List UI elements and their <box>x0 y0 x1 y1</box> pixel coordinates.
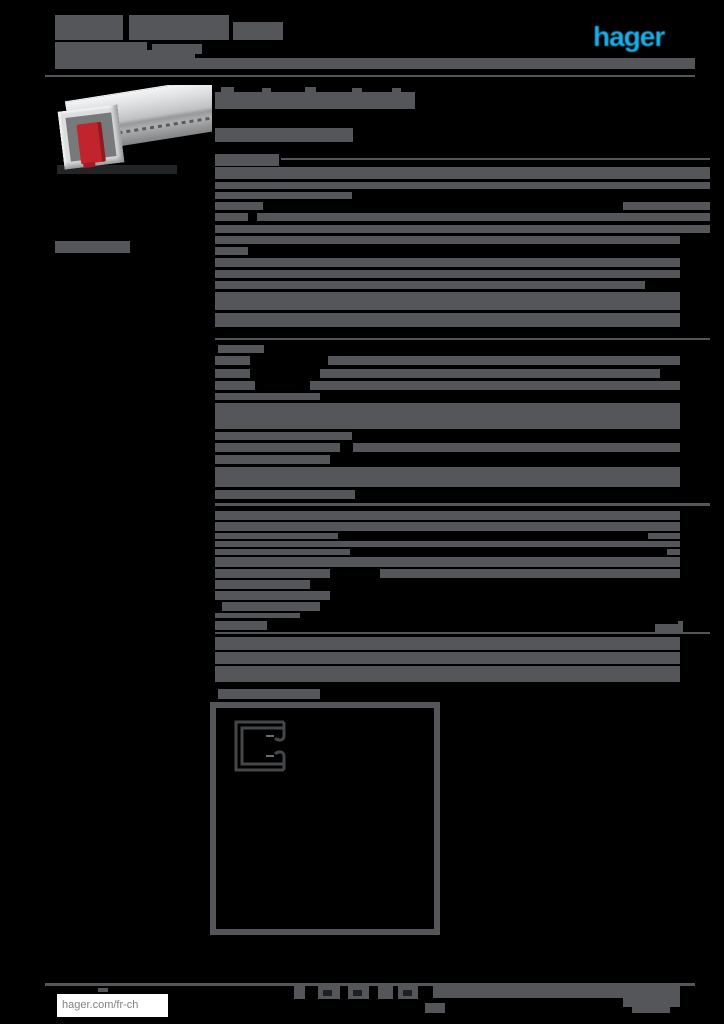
spec-section-1-line <box>215 281 645 289</box>
spec-section-3-line <box>215 580 310 589</box>
spec-section-1-line <box>215 154 279 166</box>
spec-section-1-line <box>215 225 710 233</box>
spec-section-1-line <box>215 270 680 278</box>
spec-section-4-line <box>215 621 267 630</box>
spec-section-4-line <box>215 632 710 634</box>
spec-section-2-line <box>328 356 680 365</box>
spec-section-1-line <box>215 247 248 255</box>
spec-section-2-line <box>215 381 255 390</box>
footer-pictogram-mark <box>353 990 362 996</box>
spec-section-3-line <box>215 511 680 520</box>
spec-section-4-line <box>655 624 683 633</box>
spec-section-3-line <box>215 503 710 506</box>
footer-mark <box>623 997 680 1007</box>
spec-section-3-line <box>215 557 680 567</box>
spec-section-2-line <box>215 455 330 464</box>
header-text-line <box>129 15 229 40</box>
spec-section-2-line <box>320 369 660 378</box>
spec-section-2-line <box>215 369 250 378</box>
spec-section-1-line <box>215 292 680 310</box>
spec-section-2-line <box>310 381 680 390</box>
spec-section-3-line <box>648 533 680 539</box>
footer-mark <box>98 988 108 992</box>
header-text-line <box>152 44 202 54</box>
photo-shadow <box>57 165 177 174</box>
spec-section-2-line <box>215 467 680 487</box>
header-text-line <box>233 22 283 40</box>
footer-pictogram-mark <box>323 990 332 996</box>
trunking-seam <box>110 109 212 136</box>
product-title-line <box>215 92 415 109</box>
footer-pictogram-mark <box>403 990 412 996</box>
spec-section-1-line <box>215 192 352 199</box>
footer-mark <box>433 986 680 998</box>
spec-section-1-line <box>215 182 710 189</box>
header-text-line <box>45 75 695 77</box>
spec-section-3-line <box>222 602 320 611</box>
footer-website-box: hager.com/fr-ch <box>57 994 168 1017</box>
margin-label <box>55 241 130 253</box>
spec-section-3-line <box>215 522 680 531</box>
spec-section-3-line <box>215 569 330 578</box>
product-title-line <box>352 88 362 93</box>
spec-section-3-line <box>215 549 350 555</box>
footer-mark <box>632 1007 670 1013</box>
footer-mark <box>378 986 393 999</box>
spec-section-2-line <box>215 356 250 365</box>
spec-section-4-line <box>678 621 683 625</box>
spec-section-3-line <box>215 541 680 547</box>
header-text-line <box>55 15 123 40</box>
spec-section-3-line <box>215 591 330 600</box>
footer-mark <box>45 983 695 986</box>
spec-section-1-line <box>215 213 248 221</box>
spec-section-3-line <box>215 533 338 539</box>
trunking-end-interior <box>65 112 117 169</box>
product-title-line <box>221 87 234 93</box>
product-title-line <box>305 87 316 93</box>
spec-section-3-line <box>380 569 680 578</box>
spec-section-3-line <box>215 613 300 618</box>
header-text-line <box>55 58 695 69</box>
spec-section-4-line <box>215 652 680 664</box>
spec-section-2-line <box>215 338 710 340</box>
spec-section-1-line <box>281 158 710 160</box>
spec-section-2-line <box>215 490 355 499</box>
spec-section-2-line <box>215 403 680 429</box>
product-title-line <box>262 88 271 93</box>
spec-section-1-line <box>215 313 680 327</box>
spec-section-4-line <box>215 666 680 682</box>
spec-section-2-line <box>215 393 320 400</box>
product-title-line <box>215 128 353 142</box>
spec-section-1-line <box>257 213 710 221</box>
footer-website-link[interactable]: hager.com/fr-ch <box>62 999 139 1011</box>
spec-section-1-line <box>215 202 263 210</box>
trunking-end-cap <box>57 104 125 170</box>
product-title-line <box>392 88 401 93</box>
spec-section-2-line <box>215 443 340 452</box>
footer-mark <box>425 1003 445 1013</box>
spec-section-1-line <box>623 202 710 210</box>
dimensional-drawing-box <box>210 702 440 935</box>
hager-logo: hager <box>593 21 665 52</box>
spec-section-1-line <box>215 258 680 267</box>
spec-section-1-line <box>215 167 710 179</box>
footer-mark <box>294 986 305 999</box>
trunking-profile-drawing <box>234 720 286 772</box>
spec-section-3-line <box>667 549 680 555</box>
spec-section-2-line <box>215 432 352 440</box>
spec-section-1-line <box>215 236 680 244</box>
spec-section-4-line <box>215 637 680 650</box>
product-photo <box>55 85 212 177</box>
red-clip <box>76 121 107 165</box>
spec-section-2-line <box>353 443 680 452</box>
drawing-section-label <box>218 689 320 699</box>
spec-section-2-line <box>218 345 264 353</box>
